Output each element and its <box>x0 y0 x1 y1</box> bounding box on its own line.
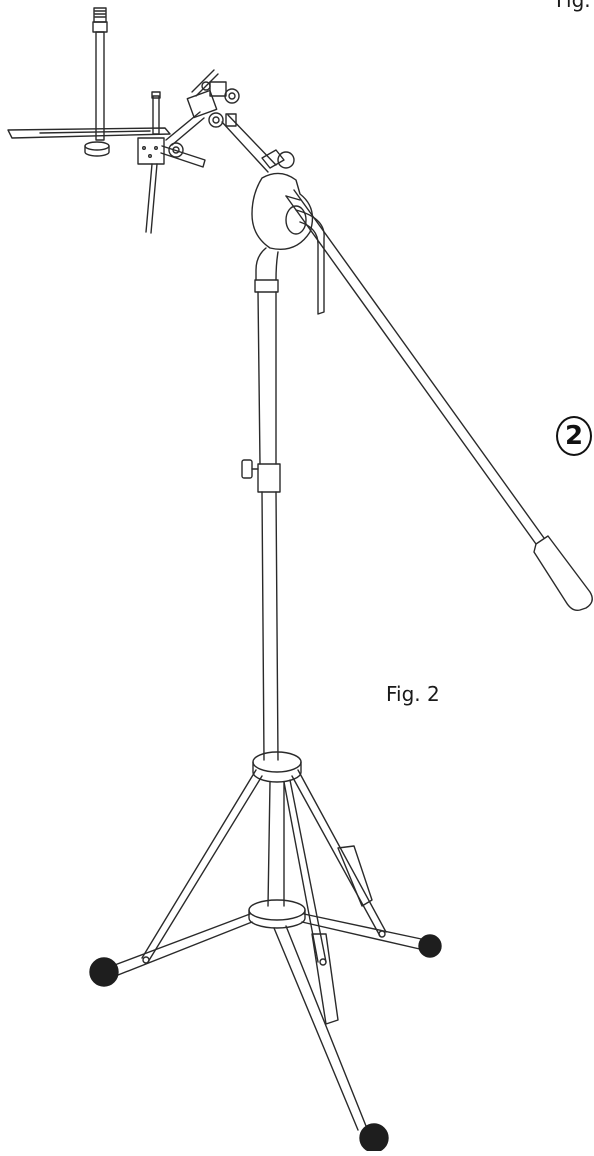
microphone-thread-rod <box>84 7 110 157</box>
counterweight <box>533 535 593 612</box>
stereo-bar <box>7 91 206 234</box>
figure-label-cut: Fig. <box>556 0 591 12</box>
rubber-feet <box>89 934 442 1153</box>
boom-arm <box>221 114 545 545</box>
rubber-foot-right <box>418 934 442 958</box>
callout-ring <box>556 416 592 456</box>
rubber-foot-front <box>359 1123 389 1153</box>
callout-number: 2 <box>564 421 584 451</box>
boom-clamp <box>165 69 240 146</box>
boom-knuckle <box>251 172 325 315</box>
height-clamp <box>241 459 281 761</box>
callout-marker: 2 <box>550 416 594 460</box>
figure-label: Fig. 2 <box>386 682 440 706</box>
vertical-pole <box>254 279 279 465</box>
rubber-foot-left <box>89 957 119 987</box>
tripod-base <box>111 751 427 1131</box>
